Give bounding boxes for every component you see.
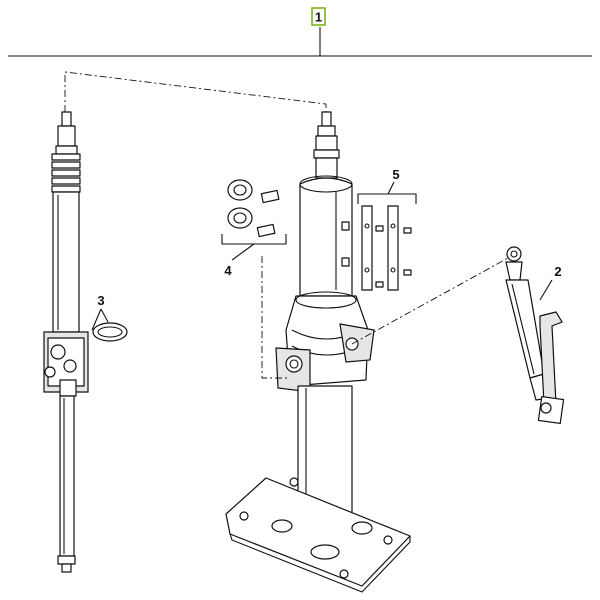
kit-5-bracket xyxy=(357,193,417,204)
bolt-washer-kit xyxy=(227,179,280,238)
screw-1 xyxy=(375,225,384,232)
steering-column xyxy=(225,111,411,593)
main-callout-box xyxy=(311,7,326,26)
gas-strut xyxy=(505,246,565,425)
main-callout-label: 1 xyxy=(315,10,322,25)
bracket-strips xyxy=(361,205,412,291)
shaft-tip xyxy=(61,111,72,127)
base-bolt-3 xyxy=(383,535,393,545)
u-joint-pin-upper xyxy=(50,344,66,360)
callout-2[interactable]: 2 xyxy=(554,264,561,279)
steering-shaft xyxy=(43,111,89,573)
shaft-spline xyxy=(57,125,76,147)
callout-4[interactable]: 4 xyxy=(224,263,232,278)
strut-top-eye xyxy=(506,246,522,262)
screw-4 xyxy=(403,269,412,276)
svg-text:5: 5 xyxy=(392,167,399,182)
washer-upper xyxy=(227,179,253,201)
svg-text:2: 2 xyxy=(554,264,561,279)
pivot-pin-left xyxy=(285,355,303,373)
shaft-collar xyxy=(55,145,78,155)
column-fixing-lower xyxy=(341,257,350,267)
base-bolt-4 xyxy=(339,569,349,579)
column-fixing-upper xyxy=(341,221,350,231)
lower-shaft-tube xyxy=(59,395,75,557)
strip-left xyxy=(361,205,373,291)
lower-shaft-end xyxy=(57,555,76,565)
base-bolt-2 xyxy=(289,477,299,487)
upper-shaft-tube xyxy=(52,191,80,333)
column-spline xyxy=(317,125,336,137)
circlip xyxy=(92,322,128,342)
bolt-upper xyxy=(260,189,280,204)
svg-text:4: 4 xyxy=(224,263,232,278)
svg-text:3: 3 xyxy=(97,293,104,308)
callout-5[interactable]: 5 xyxy=(392,167,399,182)
strip-right xyxy=(387,205,399,291)
kit-4-bracket xyxy=(221,234,287,245)
base-hole-front xyxy=(310,544,340,560)
screw-2 xyxy=(375,281,384,288)
base-hole-right xyxy=(351,521,373,535)
column-base-plate xyxy=(225,477,411,587)
base-hole-left xyxy=(271,519,293,533)
kit-4-guide xyxy=(261,256,290,379)
alignment-guide xyxy=(64,71,327,112)
column-upper-tube xyxy=(299,177,353,297)
main-callout[interactable]: 1 xyxy=(311,7,326,26)
base-bolt-1 xyxy=(239,511,249,521)
u-joint-bolt xyxy=(44,366,56,378)
strut-cylinder xyxy=(505,279,545,379)
shaft-grooves xyxy=(51,153,81,193)
screw-3 xyxy=(403,227,412,234)
callout-3[interactable]: 3 xyxy=(97,293,104,308)
strut-guide xyxy=(351,257,509,345)
strut-bracket xyxy=(539,311,563,405)
bolt-lower xyxy=(256,223,276,238)
washer-lower xyxy=(227,207,253,229)
column-tip xyxy=(321,111,332,127)
